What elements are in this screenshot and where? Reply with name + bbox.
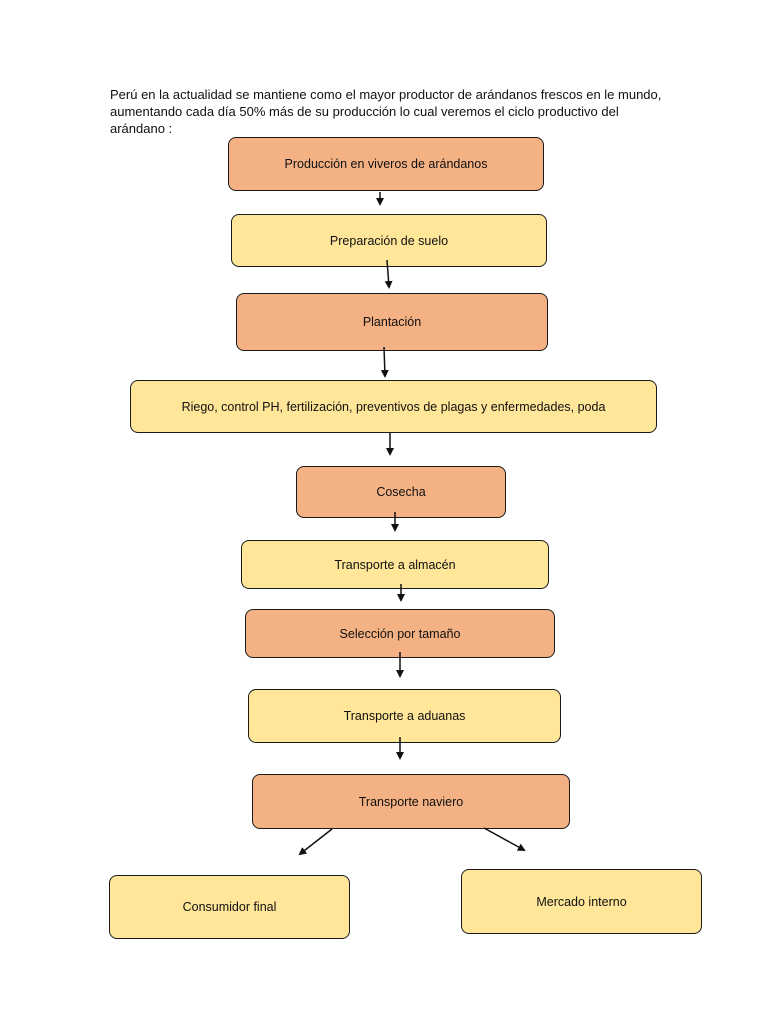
- output-consumidor-final: Consumidor final: [109, 875, 350, 939]
- step-produccion-viveros: Producción en viveros de arándanos: [228, 137, 544, 191]
- step-transporte-naviero: Transporte naviero: [252, 774, 570, 829]
- arrow-to-consumidor: [298, 828, 333, 856]
- step-label: Producción en viveros de arándanos: [284, 157, 488, 171]
- step-label: Transporte naviero: [358, 794, 464, 809]
- output-label: Consumidor final: [182, 900, 277, 914]
- step-label: Riego, control PH, fertilización, preven…: [181, 399, 606, 414]
- step-transporte-almacen: Transporte a almacén: [241, 540, 549, 589]
- step-label: Transporte a almacén: [334, 557, 456, 572]
- arrow-3: [380, 346, 389, 378]
- step-label: Transporte a aduanas: [343, 709, 466, 723]
- step-label: Preparación de suelo: [329, 233, 449, 248]
- step-label: Cosecha: [376, 485, 426, 499]
- step-plantacion: Plantación: [236, 293, 548, 351]
- output-label: Mercado interno: [536, 894, 627, 909]
- arrow-to-mercado: [483, 827, 526, 851]
- step-label: Selección por tamaño: [339, 626, 461, 641]
- step-cosecha: Cosecha: [296, 466, 506, 518]
- intro-paragraph: Perú en la actualidad se mantiene como e…: [110, 87, 662, 136]
- step-preparacion-suelo: Preparación de suelo: [231, 214, 547, 267]
- step-transporte-aduanas: Transporte a aduanas: [248, 689, 561, 743]
- step-label: Plantación: [362, 315, 422, 329]
- step-seleccion-tamano: Selección por tamaño: [245, 609, 555, 658]
- step-riego-control: Riego, control PH, fertilización, preven…: [130, 380, 657, 433]
- output-mercado-interno: Mercado interno: [461, 869, 702, 934]
